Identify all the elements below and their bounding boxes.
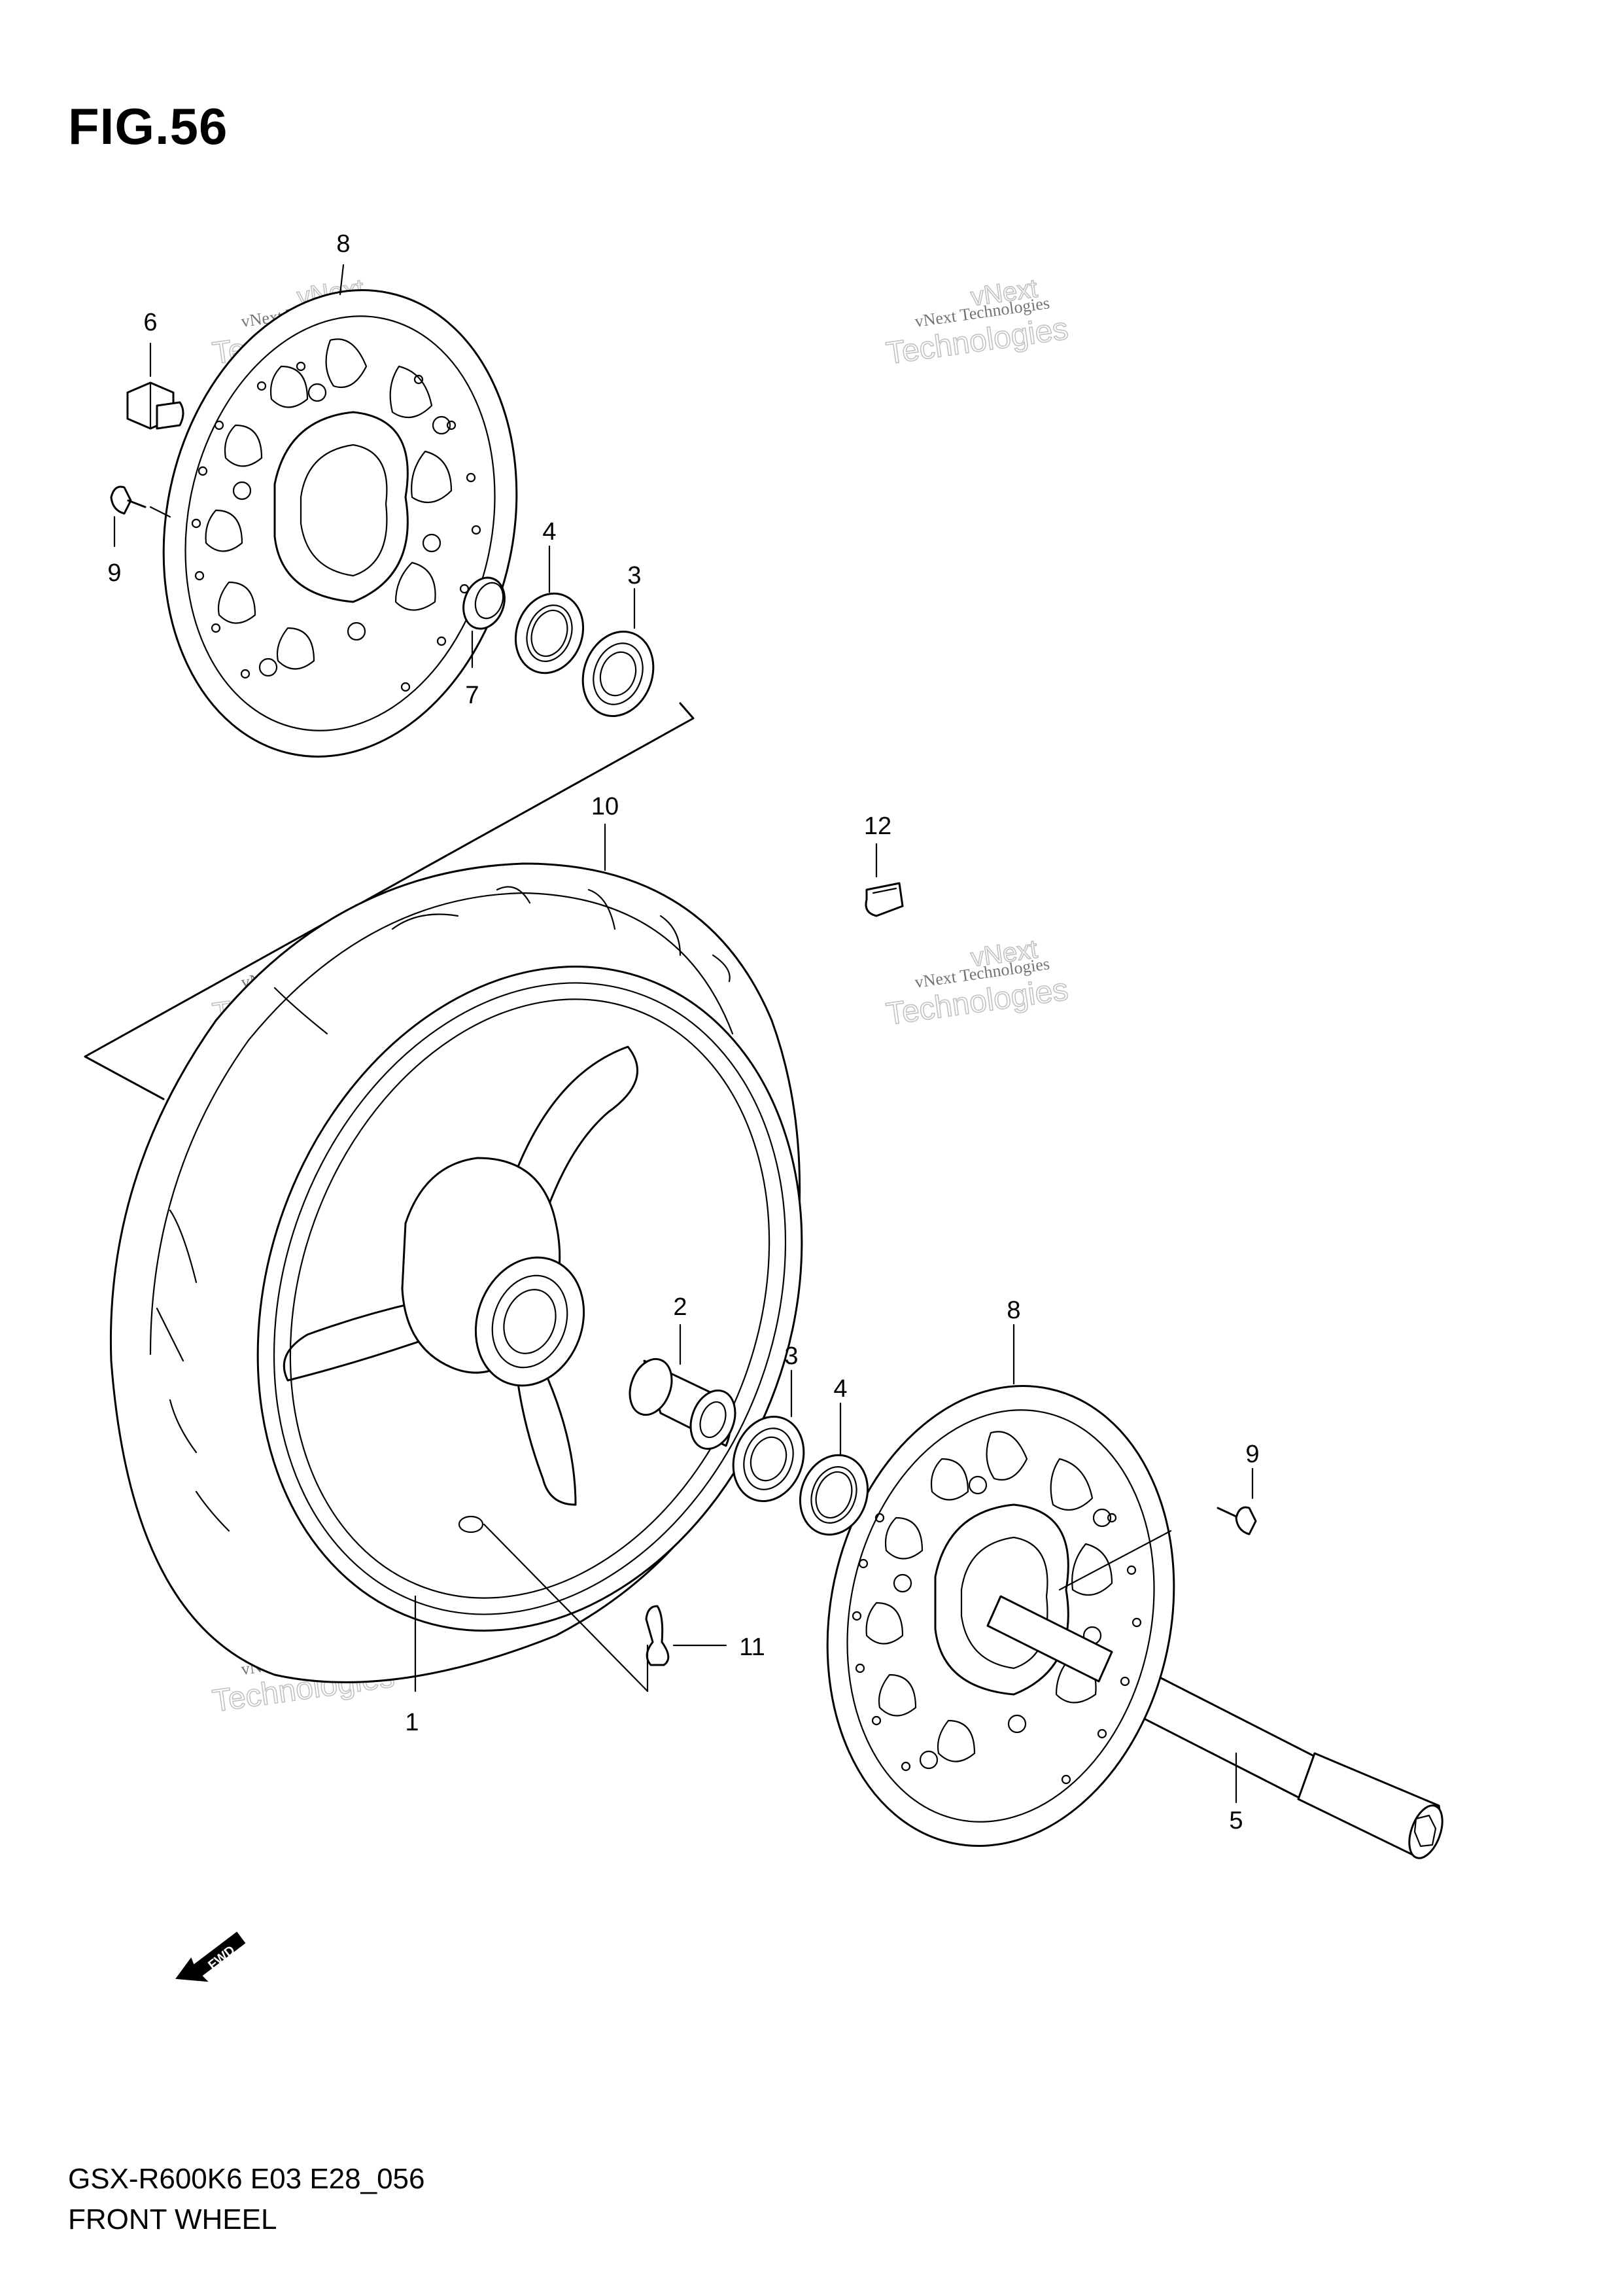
callout-4-bottom: 4 xyxy=(833,1375,847,1403)
assembly-plane-outline xyxy=(84,702,695,1100)
callout-6: 6 xyxy=(143,309,157,336)
callout-11: 11 xyxy=(739,1634,765,1661)
callout-10: 10 xyxy=(591,793,619,820)
callout-8-top: 8 xyxy=(336,230,350,258)
callout-9-bottom: 9 xyxy=(1245,1441,1259,1468)
callout-9-top: 9 xyxy=(107,559,121,587)
spacer-2 xyxy=(629,1358,736,1450)
spacer-7 xyxy=(462,576,506,630)
brake-disc-top xyxy=(162,289,518,758)
callout-2: 2 xyxy=(673,1293,687,1321)
oil-seal-4-bottom xyxy=(799,1454,869,1536)
weight-12 xyxy=(865,882,904,917)
figure-title: FIG.56 xyxy=(68,97,228,155)
callout-1: 1 xyxy=(405,1709,419,1736)
callout-7: 7 xyxy=(465,682,479,709)
bearing-3-bottom xyxy=(732,1415,805,1503)
wheel-and-tire xyxy=(109,862,803,1683)
watermark-mid-center: vNext Technologies vNext Technologies xyxy=(884,934,1071,1032)
callout-5: 5 xyxy=(1229,1807,1243,1834)
forward-direction-icon: FWD xyxy=(171,1913,250,1985)
callout-3-bottom: 3 xyxy=(784,1342,798,1370)
bolt-9-top xyxy=(110,485,147,515)
bearing-3-top xyxy=(581,630,655,718)
callout-12: 12 xyxy=(864,813,891,840)
bolt-6 xyxy=(126,381,184,430)
watermark-top-center: vNext Technologies vNext Technologies xyxy=(884,273,1071,372)
leader-lines xyxy=(113,264,1254,1804)
callout-3-top: 3 xyxy=(627,562,641,589)
bolt-9-bottom xyxy=(1217,1506,1257,1535)
model-code: GSX-R600K6 E03 E28_056 xyxy=(68,2163,425,2195)
brake-disc-bottom xyxy=(826,1385,1175,1847)
section-name: FRONT WHEEL xyxy=(68,2203,277,2235)
valve-11 xyxy=(645,1605,670,1666)
oil-seal-4-top xyxy=(514,592,585,674)
callout-8-bottom: 8 xyxy=(1007,1297,1020,1324)
callout-4-top: 4 xyxy=(542,518,556,546)
callout-labels: 8 6 9 4 3 7 10 12 2 3 4 8 9 11 1 5 xyxy=(107,230,1259,1834)
